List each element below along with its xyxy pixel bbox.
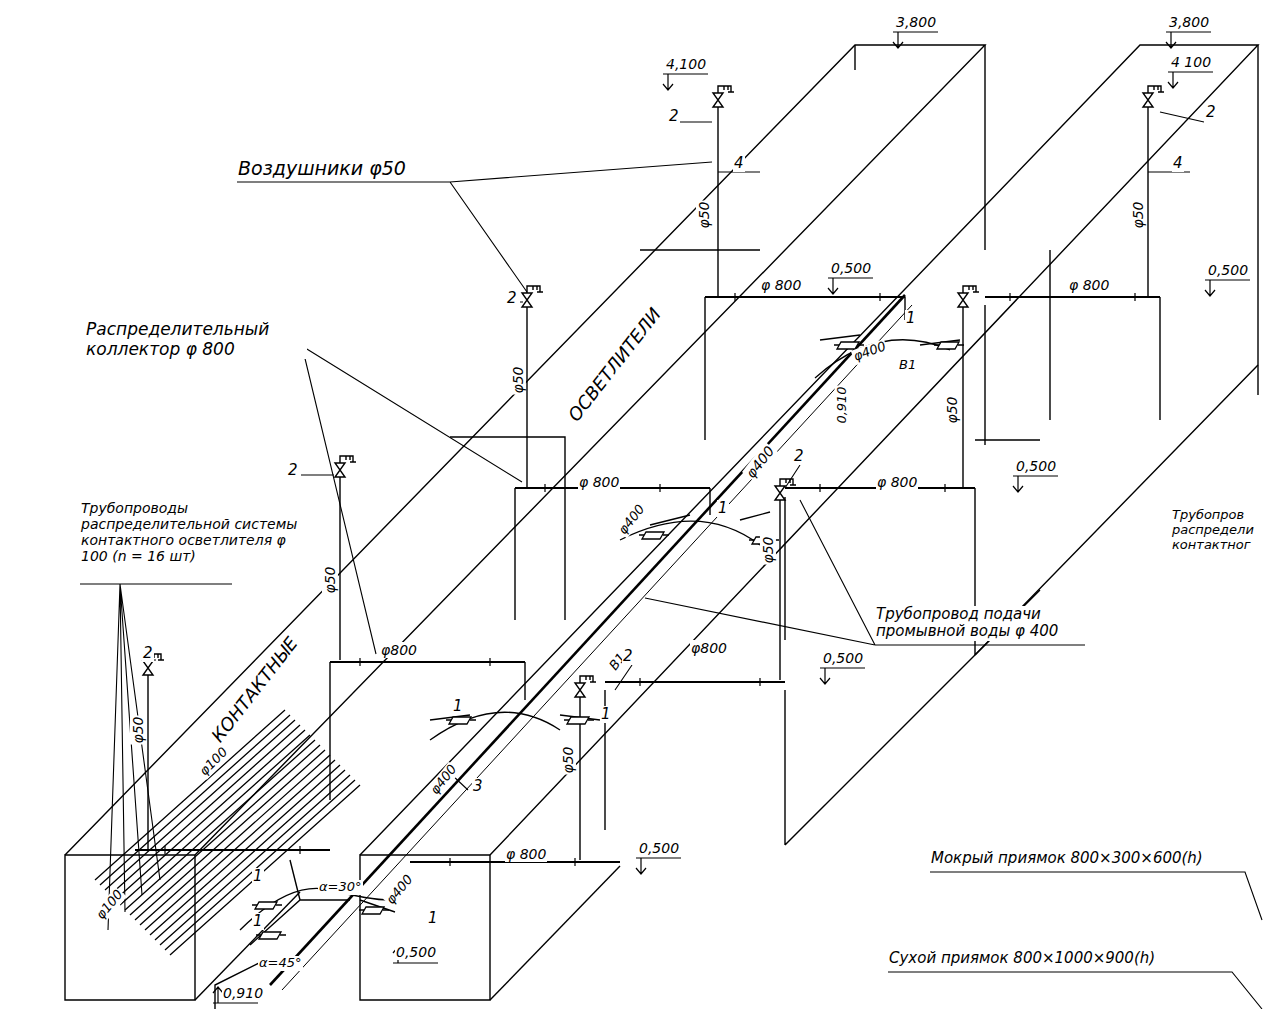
drawing-label: 3,800: [895, 14, 937, 30]
tank-outlines: [65, 45, 1258, 1000]
drawing-label: 0,500: [395, 944, 437, 960]
drawing-label: 1: [427, 910, 439, 927]
drawing-label: Сухой приямок 800×1000×900(h): [888, 950, 1156, 967]
leader-lines: [80, 112, 1262, 1009]
drawing-label: φ50: [560, 745, 576, 774]
drawing-label: 1: [600, 706, 612, 723]
drawing-label: Мокрый приямок 800×300×600(h): [930, 850, 1204, 867]
drawing-label: 0,500: [638, 840, 680, 856]
drawing-label: 1: [252, 868, 264, 885]
drawing-label: 0,500: [1015, 458, 1057, 474]
drawing-label: φ400: [742, 442, 778, 482]
drawing-label: φ 800: [876, 474, 918, 490]
drawing-label: Трубопров распредели контактног: [1171, 508, 1261, 553]
drawing-label: Трубопровод подачи промывной воды φ 400: [875, 606, 1092, 641]
drawing-label: 1: [717, 500, 729, 517]
drawing-label: КОНТАКТНЫЕ: [207, 633, 303, 748]
drawing-label: В1: [898, 358, 917, 373]
drawing-label: 4 100: [1170, 54, 1212, 70]
drawing-label: 2: [287, 462, 299, 479]
drawing-label: φ400: [383, 872, 417, 909]
distribution-pipes-hatch: [95, 710, 360, 955]
drawing-label: 1: [905, 310, 917, 327]
drawing-label: φ50: [696, 200, 712, 229]
drawing-label: 4: [1172, 155, 1184, 172]
drawing-label: φ50: [760, 535, 776, 564]
elevation-marks: [213, 32, 1250, 1003]
drawing-label: 2: [668, 108, 680, 125]
drawing-label: ОСВЕТЛИТЕЛИ: [564, 304, 666, 427]
drawing-label: 0,500: [1207, 262, 1249, 278]
drawing-label: 2: [142, 645, 154, 662]
drawing-label: φ50: [130, 715, 146, 744]
drawing-label: 1: [252, 913, 264, 930]
drawing-label: 1: [452, 698, 464, 715]
drawing-label: φ800: [380, 642, 418, 658]
drawing-label: φ 800: [760, 277, 802, 293]
drawing-label: φ50: [510, 365, 526, 394]
drawing-label: 2: [506, 290, 518, 307]
drawing-label: α=30°: [318, 880, 363, 895]
drawing-label: Воздушники φ50: [237, 158, 407, 180]
drawing-label: Распределительный коллектор φ 800: [85, 320, 307, 359]
drawing-label: 3,800: [1168, 14, 1210, 30]
drawing-label: 2: [622, 648, 634, 665]
drawing-label: φ50: [944, 395, 960, 424]
drawing-label: φ100: [196, 744, 232, 780]
drawing-label: 4: [733, 155, 745, 172]
drawing-label: 0,500: [830, 260, 872, 276]
drawing-label: φ400: [615, 501, 649, 538]
drawing-label: φ800: [690, 640, 728, 656]
drawing-label: φ 800: [578, 474, 620, 490]
drawing-label: φ400: [851, 339, 889, 365]
drawing-label: φ50: [322, 565, 338, 594]
drawing-label: 0,910: [835, 385, 850, 424]
drawing-label: φ400: [427, 761, 461, 798]
valves: [143, 86, 1164, 697]
fittings: [252, 342, 964, 939]
drawing-label: 0,910: [222, 985, 264, 1001]
drawing-label: 4,100: [665, 56, 707, 72]
drawing-label: φ100: [93, 887, 127, 924]
drawing-label: φ 800: [1068, 277, 1110, 293]
drawing-label: 2: [793, 448, 805, 465]
drawing-label: φ50: [1130, 200, 1146, 229]
drawing-label: 3: [472, 778, 484, 795]
drawing-label: φ 800: [505, 846, 547, 862]
drawing-label: 2: [1205, 104, 1217, 121]
drawing-label: α=45°: [258, 956, 303, 971]
drawing-label: Трубопроводы распределительной системы к…: [80, 500, 312, 564]
drawing-label: 0,500: [822, 650, 864, 666]
